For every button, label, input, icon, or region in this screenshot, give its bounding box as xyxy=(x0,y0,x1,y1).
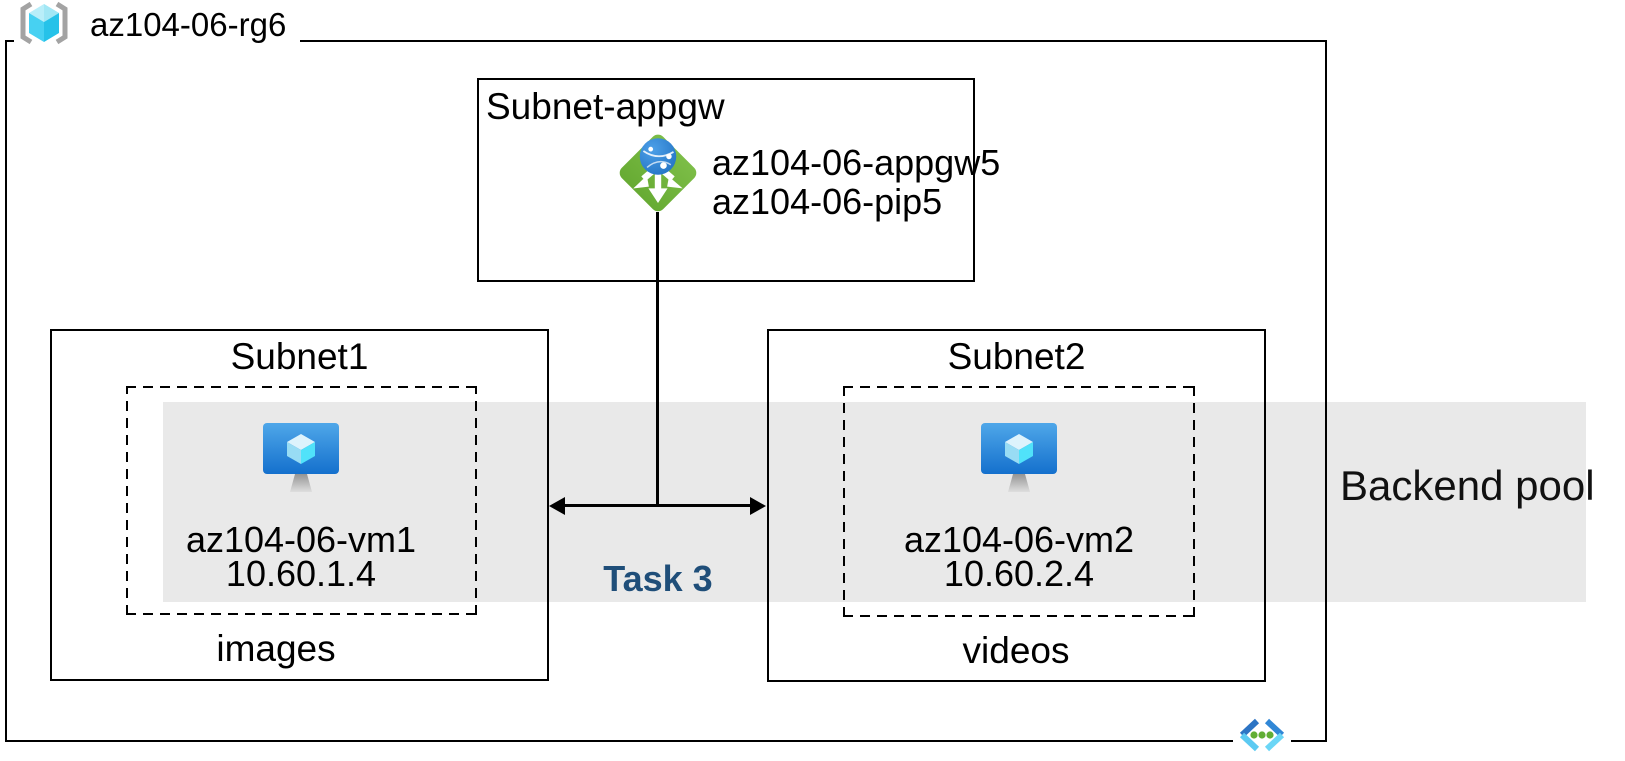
task-label: Task 3 xyxy=(603,558,713,599)
appgw-pip-name: az104-06-pip5 xyxy=(712,181,943,222)
resource-group-header: az104-06-rg6 xyxy=(14,1,301,50)
subnet2-title: Subnet2 xyxy=(947,336,1086,377)
subnet1-box xyxy=(50,329,549,681)
arrowhead-left-icon xyxy=(549,497,565,515)
appgw-labels: az104-06-appgw5 az104-06-pip5 xyxy=(712,143,1000,221)
subnet1-title: Subnet1 xyxy=(230,336,369,377)
vm2-name: az104-06-vm2 xyxy=(903,519,1135,560)
vm1-ip: 10.60.1.4 xyxy=(225,553,377,594)
appgw-name: az104-06-appgw5 xyxy=(712,142,1001,183)
subnet2-box xyxy=(767,329,1266,682)
appgw-connector-line xyxy=(656,212,659,506)
vm2-ip: 10.60.2.4 xyxy=(943,553,1095,594)
virtual-machine-icon xyxy=(979,422,1059,503)
subnet-appgw-box xyxy=(477,78,975,282)
vm1-name: az104-06-vm1 xyxy=(185,519,417,560)
subnet-link-line xyxy=(560,504,756,507)
virtual-network-icon xyxy=(1233,714,1291,761)
subnet-appgw-title: Subnet-appgw xyxy=(486,86,725,127)
backend-pool-label: Backend pool xyxy=(1340,462,1595,509)
resource-group-box xyxy=(5,40,1327,742)
arrowhead-right-icon xyxy=(750,497,766,515)
virtual-machine-icon xyxy=(261,422,341,503)
resource-group-name: az104-06-rg6 xyxy=(90,6,287,43)
subnet1-caption: images xyxy=(216,628,336,669)
application-gateway-icon xyxy=(616,130,700,219)
resource-group-icon xyxy=(16,1,72,50)
subnet2-caption: videos xyxy=(962,630,1070,671)
